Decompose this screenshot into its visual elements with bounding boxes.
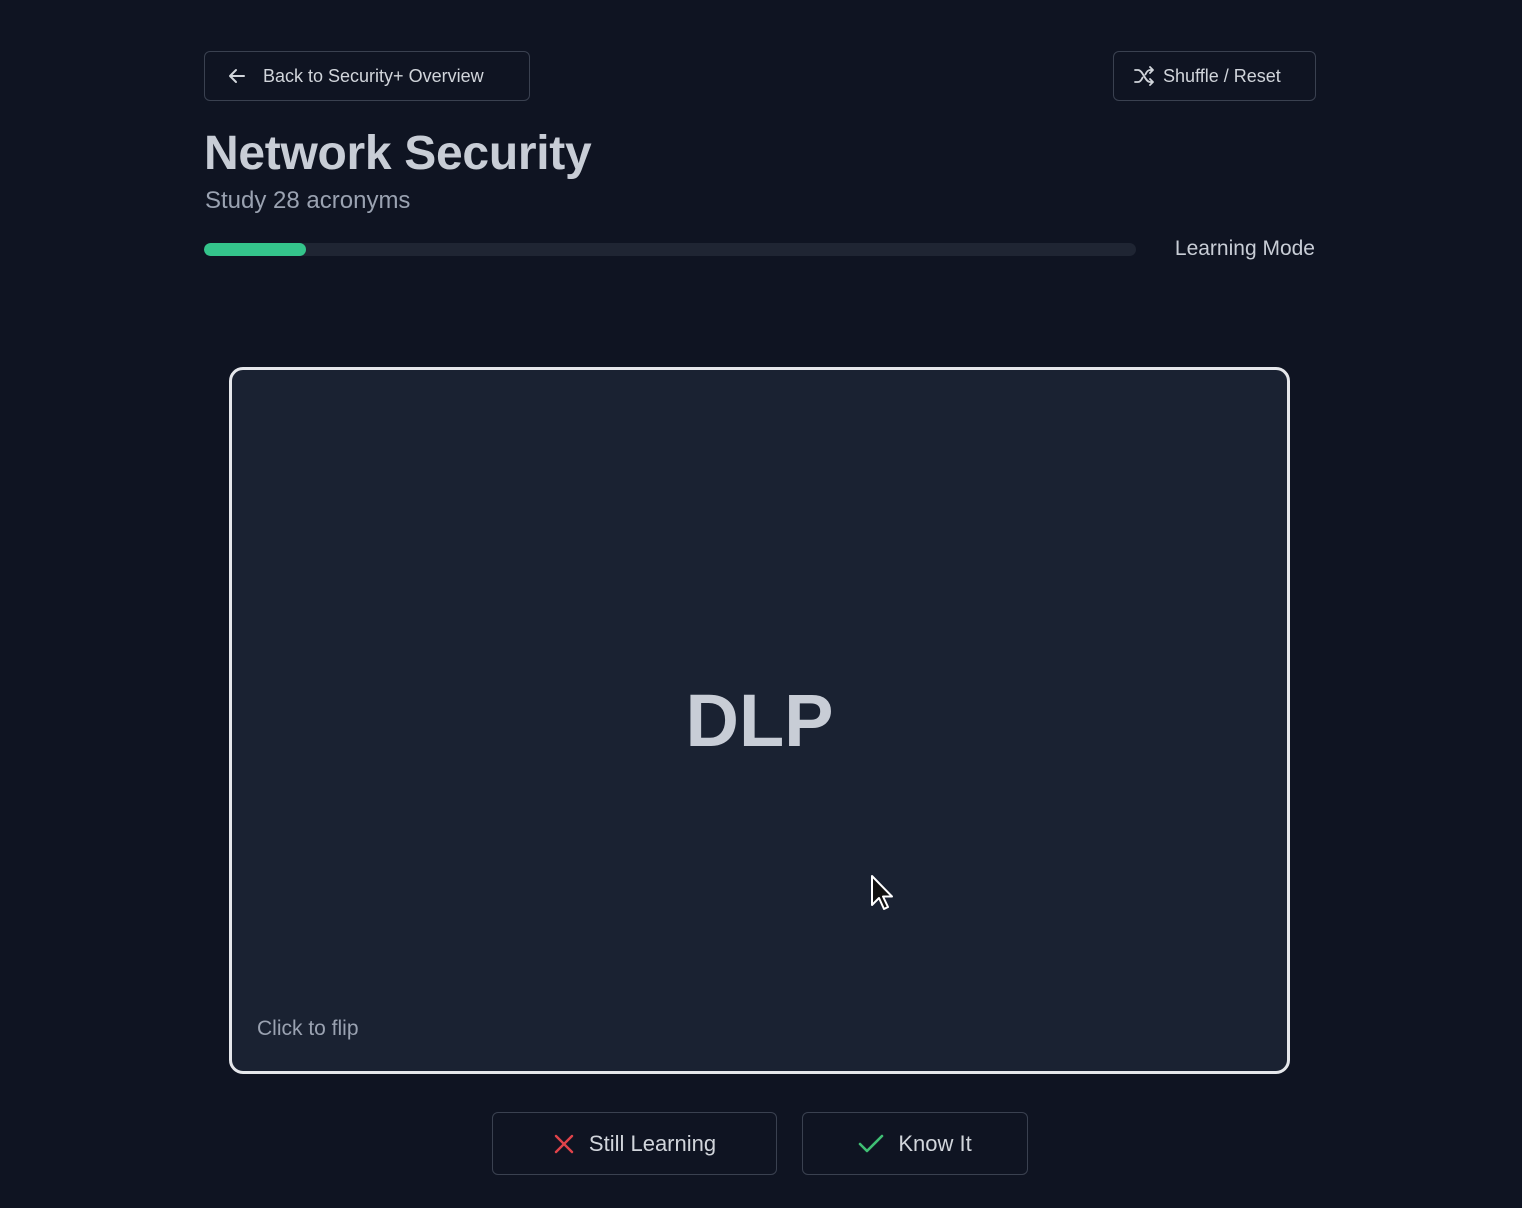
flip-hint: Click to flip bbox=[257, 1017, 359, 1040]
page-title: Network Security bbox=[204, 127, 592, 180]
shuffle-reset-button[interactable]: Shuffle / Reset bbox=[1113, 51, 1316, 101]
still-learning-button[interactable]: Still Learning bbox=[492, 1112, 777, 1175]
check-icon bbox=[859, 1134, 884, 1152]
arrow-left-icon bbox=[229, 69, 245, 83]
back-to-overview-button[interactable]: Back to Security+ Overview bbox=[204, 51, 530, 101]
shuffle-icon bbox=[1134, 66, 1154, 86]
x-icon bbox=[554, 1134, 574, 1153]
know-it-button[interactable]: Know It bbox=[802, 1112, 1028, 1175]
page-subtitle: Study 28 acronyms bbox=[205, 187, 411, 214]
flashcard[interactable]: DLP Click to flip bbox=[229, 367, 1290, 1074]
know-it-label: Know It bbox=[898, 1130, 972, 1156]
flashcard-term: DLP bbox=[685, 679, 834, 762]
back-button-label: Back to Security+ Overview bbox=[263, 65, 484, 86]
mode-label: Learning Mode bbox=[1174, 237, 1315, 260]
progress-bar bbox=[204, 243, 1136, 256]
shuffle-button-label: Shuffle / Reset bbox=[1163, 65, 1281, 86]
progress-bar-fill bbox=[204, 243, 306, 256]
still-learning-label: Still Learning bbox=[588, 1130, 717, 1156]
